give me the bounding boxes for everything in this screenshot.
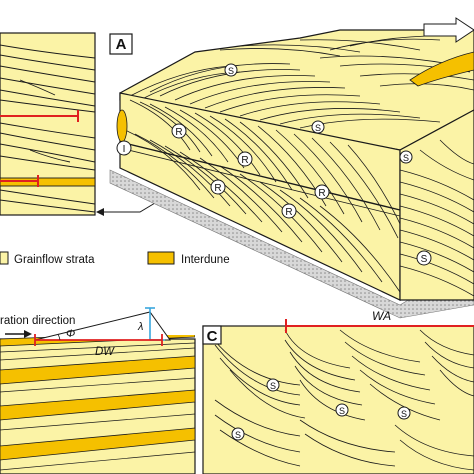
svg-text:I: I <box>123 144 126 155</box>
phi-label: Φ <box>66 328 75 340</box>
panel-a-letter: A <box>116 36 127 53</box>
legend-swatch-interdune <box>147 251 175 265</box>
left-top-interdune-band <box>0 177 96 187</box>
block-right-cross-strata <box>400 139 474 297</box>
dw-label: DW <box>95 346 115 358</box>
marker-r-4: R <box>314 184 330 200</box>
migration-direction-label: ration direction <box>0 315 75 327</box>
left-bottom-panel: ration direction Φ λ DW <box>0 307 196 474</box>
marker-r-3: R <box>210 179 226 195</box>
svg-text:R: R <box>241 155 248 166</box>
panel-c: WA C S S S S <box>202 309 474 474</box>
marker-s-c-1: S <box>266 378 280 392</box>
svg-text:S: S <box>403 153 409 163</box>
legend-label-interdune: Interdune <box>181 254 230 266</box>
front-interdune-lens <box>116 109 128 143</box>
left-top-panel <box>0 32 96 216</box>
marker-s-block-3: S <box>399 150 413 164</box>
legend-swatch-grainflow <box>0 251 9 265</box>
block-right-face <box>399 109 474 301</box>
panel-a-label: A <box>109 33 133 55</box>
svg-text:R: R <box>285 207 292 218</box>
left-bottom-strata <box>0 335 195 471</box>
block-base-shadow <box>109 169 474 319</box>
marker-r-2: R <box>237 151 253 167</box>
marker-i: I <box>116 140 132 156</box>
marker-r-5: R <box>281 203 297 219</box>
migration-arrow <box>5 330 32 338</box>
marker-s-c-3: S <box>397 406 411 420</box>
svg-text:S: S <box>315 123 321 133</box>
marker-s-block-4: S <box>416 250 432 266</box>
marker-r-1: R <box>171 123 187 139</box>
svg-text:S: S <box>421 254 428 265</box>
block-diagram: I R R R R R S S <box>109 17 474 319</box>
left-top-cross-strata <box>0 44 95 213</box>
front-bounding-surface <box>119 141 401 211</box>
legend-label-grainflow: Grainflow strata <box>14 254 95 266</box>
top-interdune-patch <box>409 51 474 87</box>
marker-s-c-4: S <box>231 427 245 441</box>
legend: Grainflow strata Interdune <box>0 251 230 266</box>
wa-label: WA <box>372 309 391 323</box>
marker-s-c-2: S <box>335 403 349 417</box>
panel-c-trough-strata <box>209 329 474 471</box>
svg-text:S: S <box>228 66 234 76</box>
svg-text:R: R <box>175 127 182 138</box>
block-top-cross-strata <box>129 35 474 129</box>
marker-s-block-1: S <box>224 63 238 77</box>
lambda-label: λ <box>137 321 143 333</box>
svg-text:S: S <box>401 409 407 419</box>
callout-arrow <box>96 199 161 216</box>
svg-text:S: S <box>270 381 276 391</box>
wind-arrow <box>423 17 474 43</box>
svg-text:R: R <box>214 183 221 194</box>
panel-c-letter: C <box>207 328 218 345</box>
svg-text:R: R <box>318 188 325 199</box>
marker-s-block-2: S <box>311 120 325 134</box>
svg-text:S: S <box>235 430 241 440</box>
svg-text:S: S <box>339 406 345 416</box>
